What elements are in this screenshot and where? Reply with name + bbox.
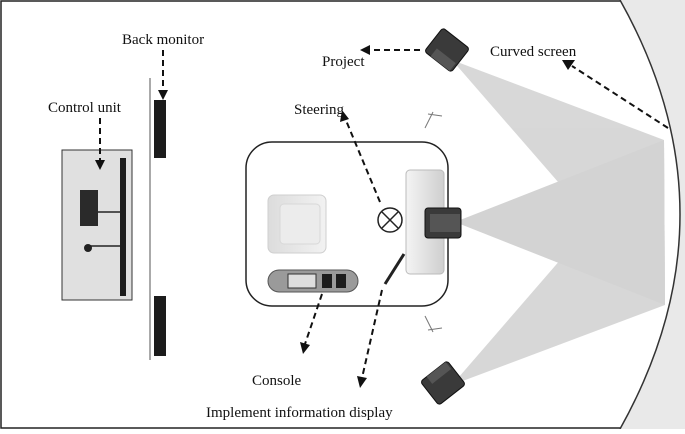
- projector-bottom: [421, 361, 465, 405]
- back-monitor-lower: [154, 296, 166, 356]
- control-unit-rack: [120, 158, 126, 296]
- label-steering: Steering: [294, 102, 344, 118]
- console-device: [267, 269, 359, 293]
- implement-display-device: [383, 253, 406, 285]
- steering-leader: [344, 117, 381, 203]
- control-unit-module: [80, 190, 98, 226]
- leader-lines: [99, 49, 669, 379]
- projector-top: [425, 28, 469, 72]
- curved-screen-surface: [620, 0, 685, 429]
- projection-beams: [452, 60, 665, 385]
- control-unit-knob: [84, 244, 92, 252]
- front-projector-beam: [455, 140, 665, 305]
- arrow-heads: [95, 45, 575, 388]
- steering-wheel: [377, 207, 403, 233]
- label-back-monitor: Back monitor: [122, 32, 204, 48]
- curved-screen-edge: [619, 0, 681, 430]
- label-projector: Project: [322, 54, 365, 70]
- cabin: [245, 141, 462, 307]
- console-leader: [304, 293, 323, 345]
- label-implement-display: Implement information display: [206, 405, 393, 421]
- curved-screen-leader: [571, 65, 669, 129]
- control-unit: [61, 149, 133, 301]
- label-curved-screen: Curved screen: [490, 44, 577, 60]
- back-monitor-upper: [154, 100, 166, 158]
- label-control-unit: Control unit: [48, 100, 122, 116]
- label-console: Console: [252, 373, 302, 389]
- implement-display-leader: [361, 289, 383, 379]
